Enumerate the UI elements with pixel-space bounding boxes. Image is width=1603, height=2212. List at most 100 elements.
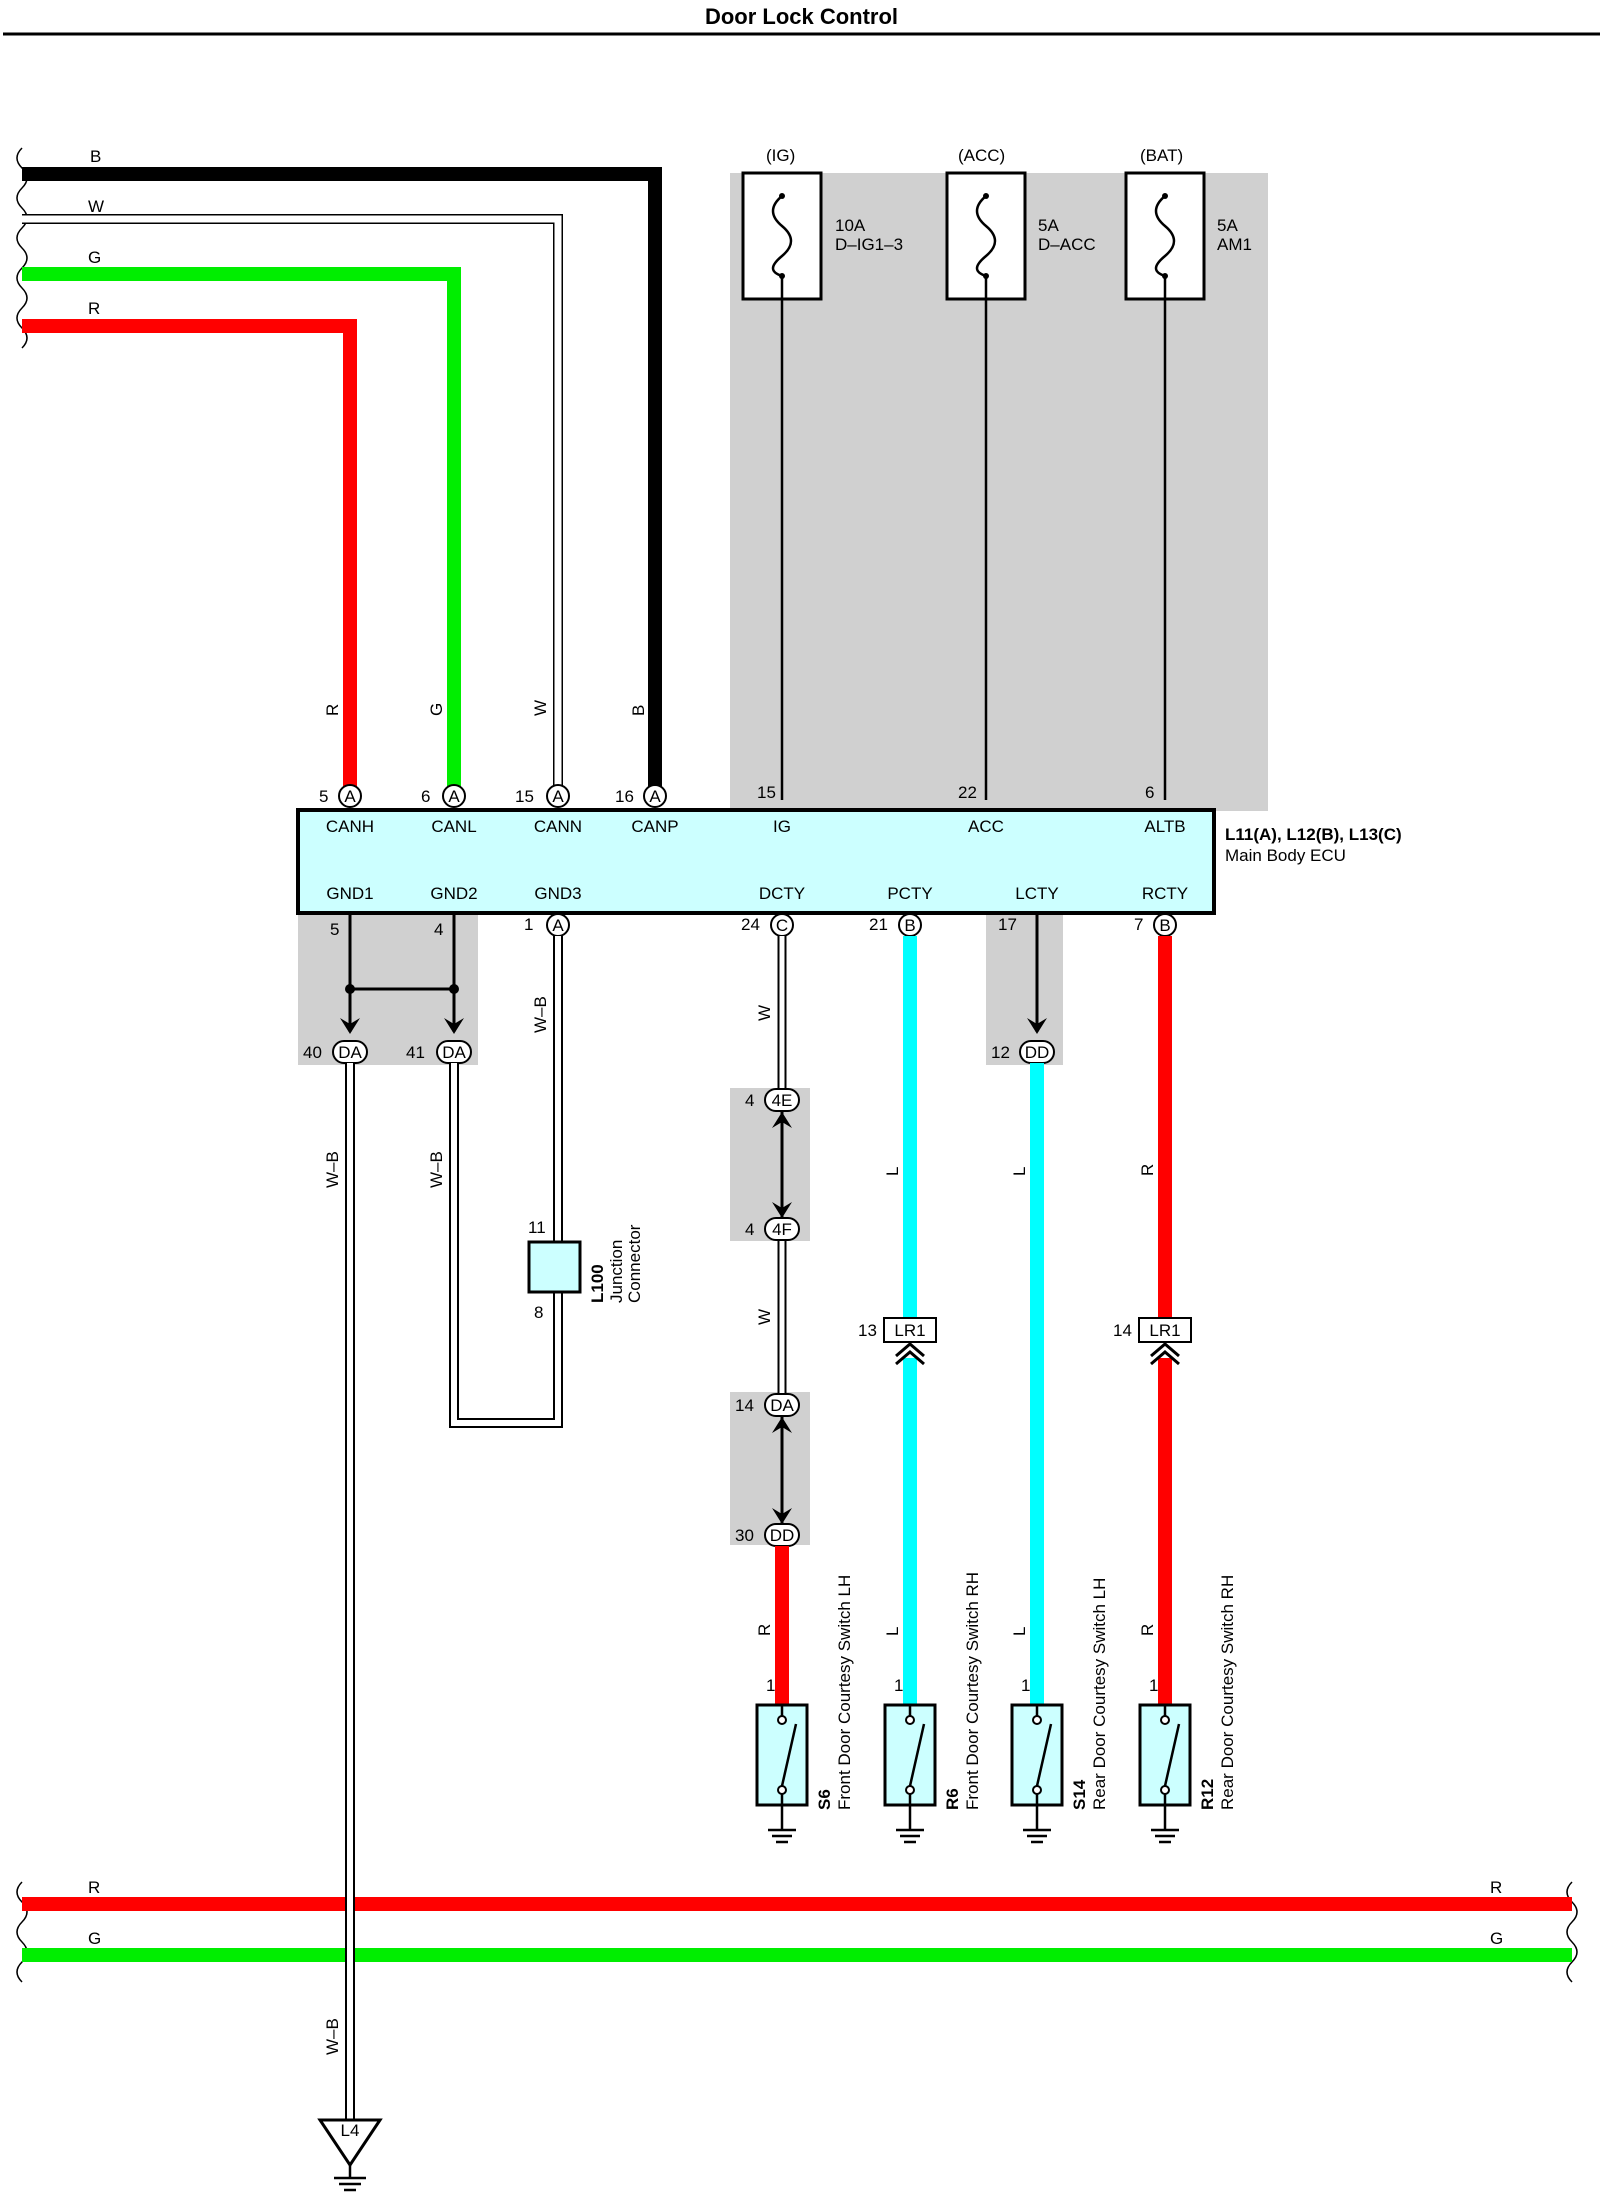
svg-text:D–IG1–3: D–IG1–3: [835, 235, 903, 254]
svg-text:L100: L100: [588, 1264, 607, 1303]
svg-text:B: B: [904, 916, 915, 935]
main-body-ecu: [296, 808, 1216, 915]
svg-text:A: A: [552, 787, 564, 806]
connector-da-40: DA 40: [303, 1040, 368, 1064]
svg-text:1: 1: [1149, 1676, 1158, 1695]
wire-label-wb-3: W–B: [531, 996, 550, 1033]
svg-text:22: 22: [958, 783, 977, 802]
wire-label-w: W: [531, 700, 550, 716]
svg-text:5A: 5A: [1217, 216, 1238, 235]
connector-da-41: DA 41: [406, 1040, 472, 1064]
connector-dd-30: DD 30: [735, 1523, 800, 1547]
svg-text:4: 4: [745, 1091, 754, 1110]
svg-text:21: 21: [869, 915, 888, 934]
svg-text:R6: R6: [943, 1788, 962, 1810]
svg-text:Connector: Connector: [625, 1224, 644, 1303]
svg-text:Junction: Junction: [607, 1240, 626, 1303]
svg-text:R12: R12: [1198, 1779, 1217, 1810]
svg-text:DA: DA: [442, 1043, 466, 1062]
svg-text:41: 41: [406, 1043, 425, 1062]
svg-text:Rear Door Courtesy Switch RH: Rear Door Courtesy Switch RH: [1218, 1575, 1237, 1810]
ecu-term-acc: ACC: [968, 817, 1004, 836]
svg-text:7: 7: [1134, 915, 1143, 934]
connector-4f: 4F 4: [745, 1217, 800, 1241]
ground-l4: L4: [317, 2118, 383, 2192]
svg-text:A: A: [344, 787, 356, 806]
svg-text:11: 11: [528, 1218, 546, 1237]
svg-text:DD: DD: [1025, 1043, 1050, 1062]
switch-s14: 1 S14 Rear Door Courtesy Switch LH: [1010, 1578, 1109, 1844]
svg-text:16: 16: [615, 787, 634, 806]
ecu-term-gnd1: GND1: [326, 884, 373, 903]
svg-text:15: 15: [757, 783, 776, 802]
wire-wb: [345, 936, 563, 2120]
svg-text:S6: S6: [815, 1789, 834, 1810]
ecu-top-terminals: A 5 A 6 A 15 A 16: [319, 784, 667, 808]
junction-connector-l100: 11 8 L100 Junction Connector: [527, 1218, 644, 1322]
ecu-term-rcty: RCTY: [1142, 884, 1188, 903]
svg-text:(BAT): (BAT): [1140, 146, 1183, 165]
ecu-term-gnd2: GND2: [430, 884, 477, 903]
bus-label-r: R: [88, 299, 100, 318]
wire-label-w-dcty-2: W: [755, 1309, 774, 1325]
bus-wire-r: [22, 319, 357, 800]
ecu-term-gnd3: GND3: [534, 884, 581, 903]
svg-text:B: B: [1159, 916, 1170, 935]
svg-text:17: 17: [998, 915, 1017, 934]
ecu-connectors: L11(A), L12(B), L13(C): [1225, 825, 1402, 844]
wire-label-wb-2: W–B: [427, 1151, 446, 1188]
ecu-term-altb: ALTB: [1144, 817, 1185, 836]
svg-text:Rear Door Courtesy Switch LH: Rear Door Courtesy Switch LH: [1090, 1578, 1109, 1810]
connector-da-14: DA 14: [735, 1393, 800, 1417]
svg-text:A: A: [448, 787, 460, 806]
svg-text:LR1: LR1: [894, 1321, 925, 1340]
wire-label-l-lcty-2: L: [1010, 1627, 1029, 1636]
svg-text:DA: DA: [338, 1043, 362, 1062]
door-connector-area-2: [730, 1392, 810, 1545]
wire-label-r: R: [323, 704, 342, 716]
bus-label-b: B: [90, 147, 101, 166]
svg-text:24: 24: [741, 915, 760, 934]
wire-label-wb-1: W–B: [323, 1151, 342, 1188]
svg-text:14: 14: [735, 1396, 754, 1415]
svg-text:AM1: AM1: [1217, 235, 1252, 254]
wire-label-l-pcty-2: L: [883, 1627, 902, 1636]
wire-label-r-rcty-1: R: [1138, 1164, 1157, 1176]
fuse-acc: (ACC) 5A D–ACC 22: [945, 146, 1096, 802]
svg-text:4E: 4E: [772, 1091, 793, 1110]
svg-text:(IG): (IG): [766, 146, 795, 165]
svg-text:4F: 4F: [772, 1220, 792, 1239]
svg-text:5A: 5A: [1038, 216, 1059, 235]
ecu-term-canl: CANL: [431, 817, 476, 836]
door-connector-area-1: [730, 1088, 810, 1241]
svg-text:1: 1: [1021, 1676, 1030, 1695]
svg-text:S14: S14: [1070, 1779, 1089, 1810]
bus-wire-b: [22, 167, 662, 800]
ecu-term-canp: CANP: [631, 817, 678, 836]
wire-label-wb-4: W–B: [323, 2018, 342, 2055]
ecu-term-ig: IG: [773, 817, 791, 836]
svg-text:C: C: [776, 916, 788, 935]
svg-text:1: 1: [524, 915, 533, 934]
connector-lr1-13: LR1 13: [858, 1317, 937, 1366]
ecu-term-cann: CANN: [534, 817, 582, 836]
svg-text:40: 40: [303, 1043, 322, 1062]
svg-text:(ACC): (ACC): [958, 146, 1005, 165]
bottom-bus-label-r-right: R: [1490, 1878, 1502, 1897]
svg-text:1: 1: [894, 1676, 903, 1695]
bus-wire-g: [22, 267, 461, 800]
svg-text:4: 4: [434, 920, 443, 939]
ecu-term-canh: CANH: [326, 817, 374, 836]
svg-text:4: 4: [745, 1220, 754, 1239]
svg-text:Front Door Courtesy Switch RH: Front Door Courtesy Switch RH: [963, 1572, 982, 1810]
fuse-bat: (BAT) 5A AM1 6: [1124, 146, 1252, 802]
svg-text:8: 8: [534, 1303, 543, 1322]
svg-text:12: 12: [991, 1043, 1010, 1062]
connector-lr1-14: LR1 14: [1113, 1317, 1192, 1366]
bottom-bus-label-g-left: G: [88, 1929, 101, 1948]
svg-text:A: A: [552, 916, 564, 935]
bus-label-g: G: [88, 248, 101, 267]
bottom-bus-label-r-left: R: [88, 1878, 100, 1897]
svg-text:15: 15: [515, 787, 534, 806]
